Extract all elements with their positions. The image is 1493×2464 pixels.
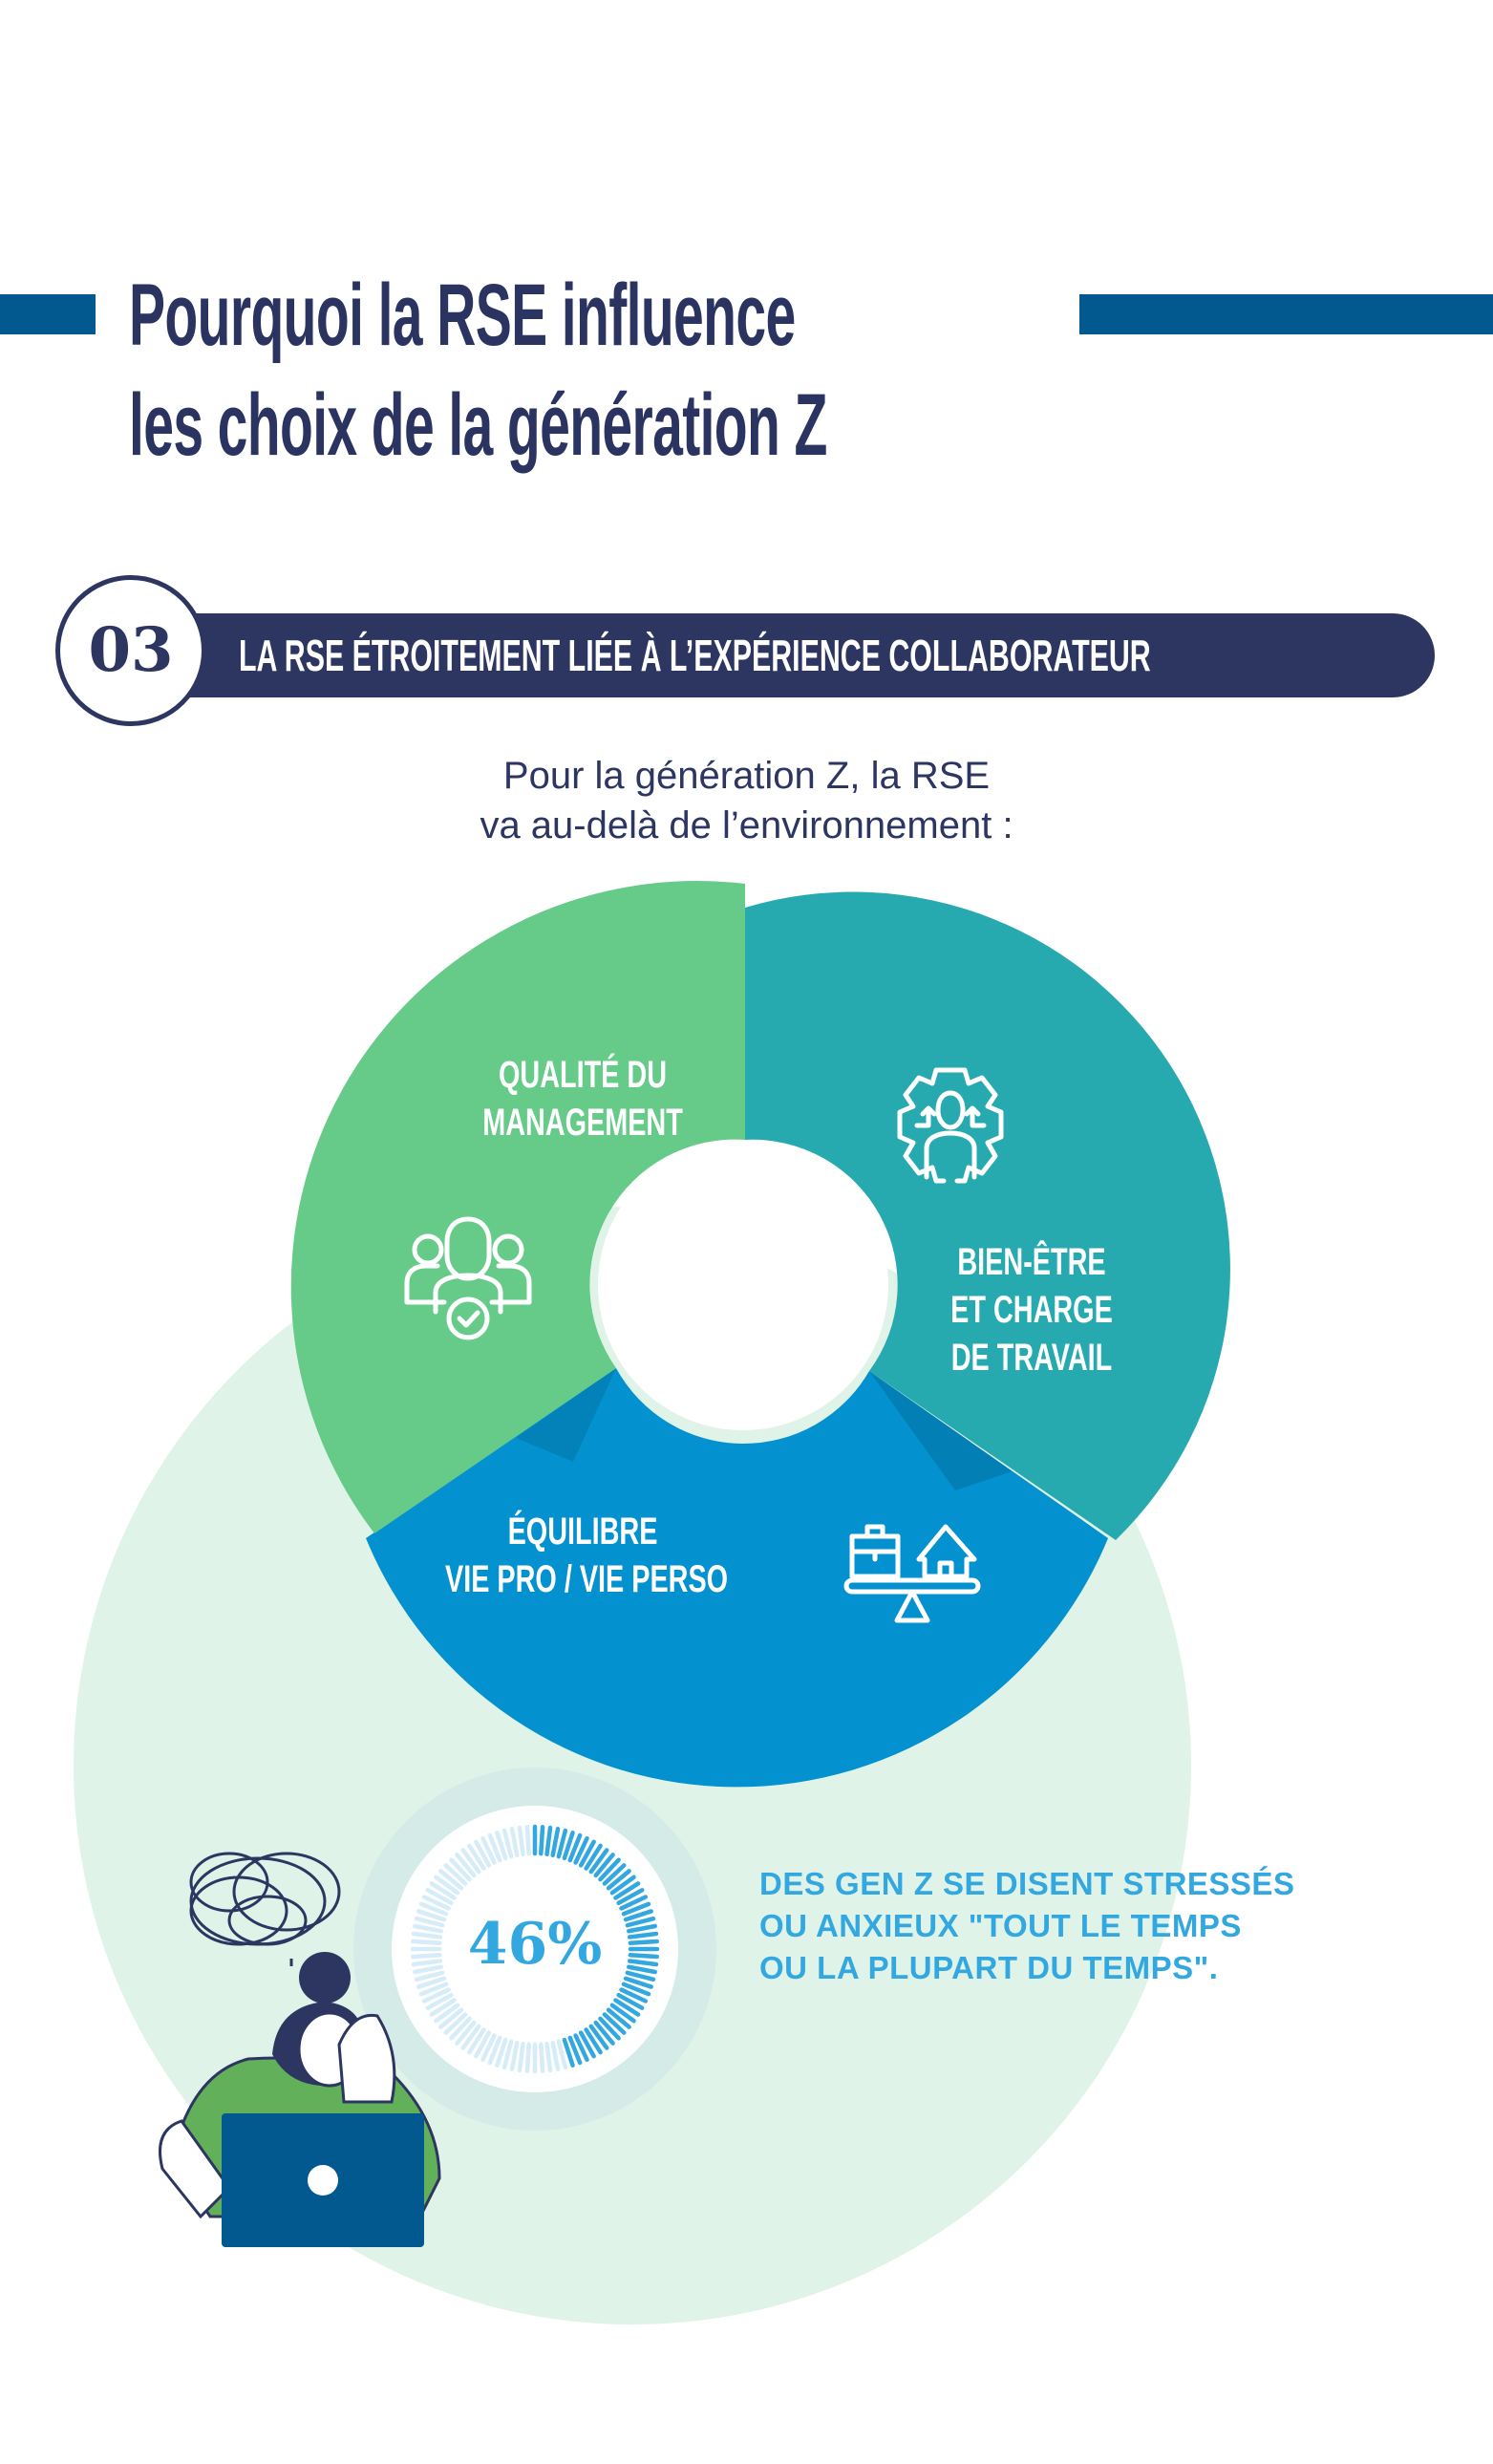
segment-wellbeing [745, 891, 1230, 1540]
stat-ring-disc [392, 1806, 678, 2092]
gear-person-icon [897, 1067, 1004, 1184]
section-number-badge [55, 575, 206, 726]
stressed-person-illustration [159, 1852, 441, 2247]
intro-line-2: va au-delà de l’environnement : [480, 804, 1013, 846]
section-number: 03 [88, 614, 174, 686]
stat-percentage: 46% [467, 1911, 603, 1978]
segment-management [290, 881, 745, 1533]
section-heading-pill [143, 613, 1435, 697]
title-bar-right [1079, 294, 1493, 334]
segment-label-balance: ÉQUILIBRE VIE PRO / VIE PERSO [445, 1511, 729, 1600]
stat-progress-ticks [410, 1824, 660, 2074]
team-check-icon [404, 1216, 532, 1340]
title-bar-left [0, 294, 96, 334]
work-life-balance-icon [843, 1524, 981, 1623]
page-title-line-1: Pourquoi la RSE influence [129, 267, 796, 364]
segment-balance [366, 1368, 1108, 1788]
page-title-line-2: les choix de la génération Z [129, 376, 827, 474]
segment-label-wellbeing: BIEN-ÊTRE ET CHARGE DE TRAVAIL [950, 1241, 1113, 1379]
donut-hole [598, 1140, 888, 1430]
stat-description: DES GEN Z SE DISENT STRESSÉS OU ANXIEUX … [759, 1866, 1295, 1985]
section-heading: LA RSE ÉTROITEMENT LIÉE À L’EXPÉRIENCE C… [239, 631, 1151, 680]
intro-line-1: Pour la génération Z, la RSE [502, 755, 991, 797]
segment-label-management: QUALITÉ DU MANAGEMENT [482, 1054, 683, 1144]
